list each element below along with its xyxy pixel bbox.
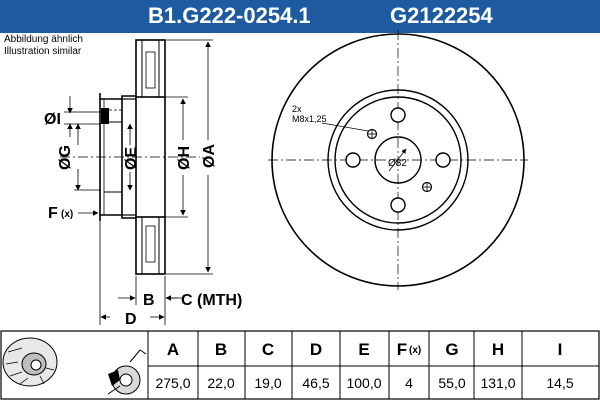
table-header-D: D <box>310 340 322 359</box>
table-value-B: 22,0 <box>207 375 234 391</box>
table-value-D: 46,5 <box>302 375 329 391</box>
table-value-E: 100,0 <box>346 375 381 391</box>
dim-label-G: ØG <box>57 145 74 170</box>
table-header-H: H <box>492 340 504 359</box>
center-bore-label: Ø82 <box>388 158 407 169</box>
side-view-dimensions <box>64 39 213 325</box>
dim-label-I: ØI <box>44 111 61 128</box>
table-value-A: 275,0 <box>155 375 190 391</box>
table-header-E: E <box>358 340 369 359</box>
table-header-F-sub: (x) <box>409 345 421 356</box>
dim-label-F: F <box>48 205 58 222</box>
table-header-A: A <box>167 340 179 359</box>
table-header-C: C <box>262 340 274 359</box>
dim-label-H: ØH <box>176 146 193 170</box>
dim-label-C: C (MTH) <box>181 292 242 309</box>
table-header-G: G <box>445 340 458 359</box>
bolt-thread-label: M8x1,25 <box>292 114 327 124</box>
disc-thumbnail-icon <box>2 337 58 387</box>
dim-label-F-sub: (x) <box>61 209 73 220</box>
bolt-hole-right <box>435 152 451 168</box>
table-value-H: 131,0 <box>480 375 515 391</box>
wheel-hub-thumbnail-icon <box>107 349 147 395</box>
table-value-F: 4 <box>405 375 413 391</box>
table-value-G: 55,0 <box>438 375 465 391</box>
bolt-hole-top <box>390 107 406 123</box>
galfer-code: G2122254 <box>390 3 493 28</box>
disc-side-section-view <box>60 39 200 275</box>
table-header-B: B <box>215 340 227 359</box>
illustration-note-en: Illustration similar <box>4 46 82 57</box>
bolt-hole-bottom <box>390 197 406 213</box>
disc-front-view <box>268 30 528 290</box>
title-bar: B1.G222-0254.1 G2122254 <box>0 0 600 33</box>
table-header-I: I <box>558 340 563 359</box>
bolt-count-label: 2x <box>292 104 302 114</box>
table-value-C: 19,0 <box>254 375 281 391</box>
dim-label-E: ØE <box>123 147 140 170</box>
illustration-note-de: Abbildung ähnlich <box>4 34 83 45</box>
dimension-table <box>0 330 600 400</box>
table-header-F: F <box>397 340 407 359</box>
part-number: B1.G222-0254.1 <box>148 3 311 28</box>
dim-label-A: ØA <box>201 144 218 168</box>
dim-label-D: D <box>125 311 137 328</box>
table-value-I: 14,5 <box>546 375 573 391</box>
dim-label-B: B <box>143 292 155 309</box>
bolt-hole-left <box>345 152 361 168</box>
